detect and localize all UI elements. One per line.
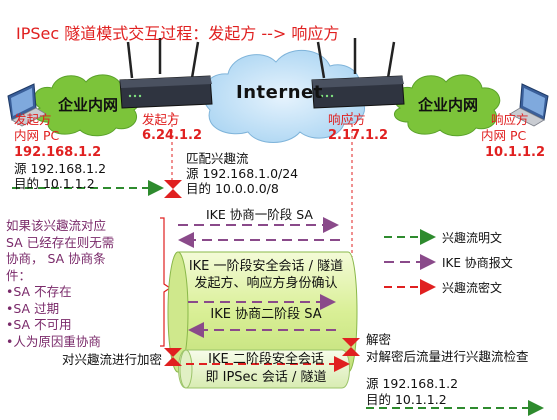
final-packet-src: 源 192.168.1.2: [366, 376, 459, 391]
note-line: •SA 不存在: [6, 284, 72, 299]
ipsec-tunnel-line2: 即 IPSec 会话 / 隧道: [205, 370, 327, 385]
internet-label: Internet: [236, 82, 323, 103]
left-pc-ip: 192.168.1.2: [14, 145, 102, 160]
right-router-ip: 2.17.1.2: [328, 128, 389, 143]
tunnel-phase1-line2: 发起方、响应方身份确认: [194, 276, 338, 291]
right-intranet-label: 企业内网: [418, 96, 479, 114]
left-router-role: 发起方: [142, 112, 180, 127]
right-router-icon: [311, 38, 405, 109]
note-line: 件：: [6, 267, 32, 283]
note-line: •SA 不可用: [6, 317, 72, 332]
right-pc-role: 响应方: [491, 112, 529, 127]
left-intranet-cloud-icon: [33, 74, 141, 137]
match-flow-src: 源 192.168.1.0/24: [186, 166, 299, 181]
ike-phase1-label: IKE 协商一阶段 SA: [206, 207, 313, 222]
encrypt-hourglass-icon: [164, 348, 182, 366]
legend-ciphertext-label: 兴趣流密文: [442, 281, 503, 295]
match-hourglass-icon: [164, 180, 182, 198]
right-pc-name: 内网 PC: [481, 128, 527, 143]
left-laptop-icon: [7, 83, 47, 127]
note-line: 协商， SA 协商条: [6, 251, 106, 266]
ipsec-tunnel-line1: IKE 二阶段安全会话: [208, 352, 324, 367]
ike-phase1-tunnel: [167, 251, 358, 373]
decrypt-hourglass-icon: [342, 338, 360, 356]
decrypt-label: 解密: [366, 332, 392, 347]
initial-packet-src: 源 192.168.1.2: [14, 161, 107, 176]
note-line: •SA 过期: [6, 300, 60, 316]
sa-negotiation-note: 如果该兴趣流对应 SA 已经存在则无需 协商， SA 协商条 件： •SA 不存…: [6, 218, 114, 350]
left-pc-name: 内网 PC: [14, 128, 60, 143]
left-router-ip: 6.24.1.2: [142, 128, 203, 143]
ike-phase2-label: IKE 协商二阶段 SA: [210, 307, 322, 322]
decrypt-check-label: 对解密后流量进行兴趣流检查: [366, 349, 529, 364]
ipsec-tunnel: [178, 349, 350, 389]
left-router-icon: [119, 38, 213, 109]
legend-ike-label: IKE 协商报文: [442, 256, 513, 270]
encrypt-label: 对兴趣流进行加密: [62, 352, 163, 367]
final-packet-dst: 目的 10.1.1.2: [366, 392, 447, 407]
note-line: SA 已经存在则无需: [6, 234, 115, 250]
diagram-title: IPSec 隧道模式交互过程：发起方 --> 响应方: [16, 24, 340, 43]
legend-plaintext-label: 兴趣流明文: [442, 231, 503, 245]
initial-packet-dst: 目的 10.1.1.2: [14, 176, 95, 191]
right-laptop-icon: [509, 83, 549, 127]
right-pc-ip: 10.1.1.2: [485, 145, 546, 160]
match-flow-title: 匹配兴趣流: [186, 151, 249, 166]
left-pc-role: 发起方: [14, 112, 52, 127]
right-intranet-cloud-icon: [393, 74, 501, 137]
tunnel-phase1-line1: IKE 一阶段安全会话 / 隧道: [188, 259, 344, 274]
note-line: 如果该兴趣流对应: [6, 218, 107, 233]
note-line: •人为原因重协商: [6, 333, 101, 349]
right-router-role: 响应方: [328, 112, 366, 127]
left-intranet-label: 企业内网: [58, 96, 119, 114]
match-flow-dst: 目的 10.0.0.0/8: [186, 181, 279, 196]
